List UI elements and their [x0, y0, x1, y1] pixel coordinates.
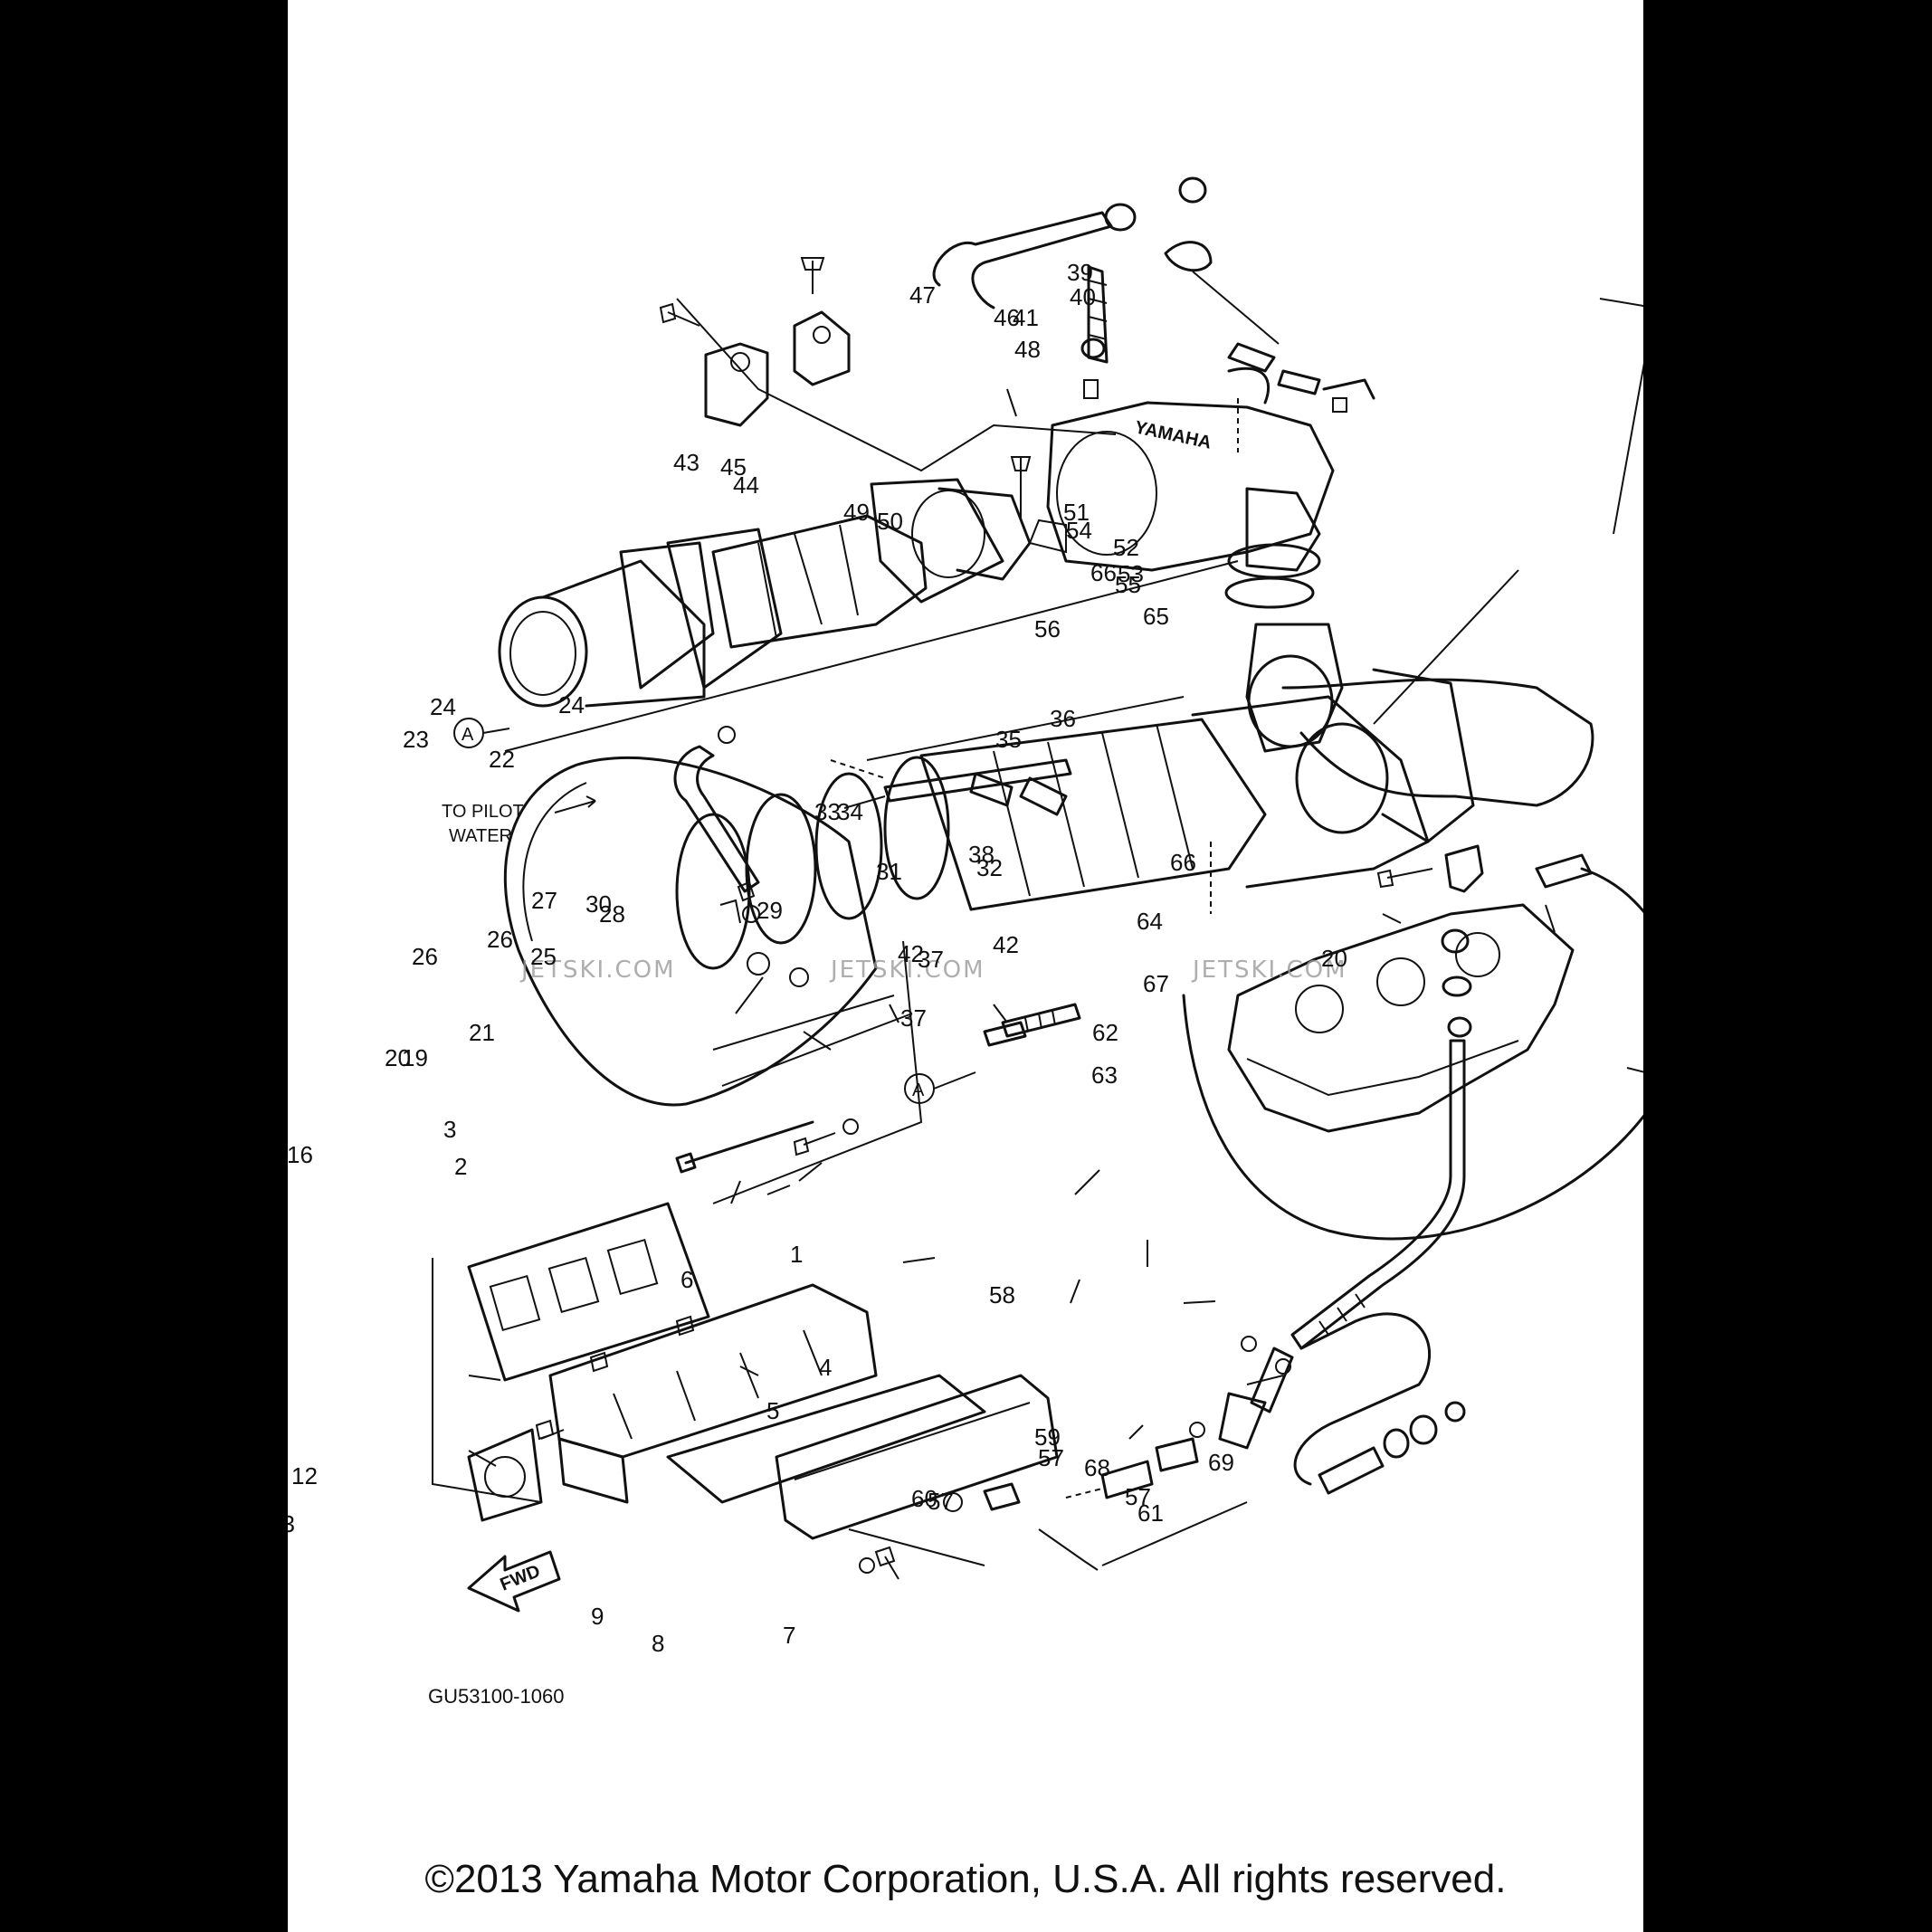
callout-55: 55 [1115, 571, 1141, 598]
callout-66: 66 [1170, 849, 1196, 876]
callout-42: 42 [993, 931, 1019, 958]
callout-39: 39 [1067, 259, 1093, 286]
diagram-sheet: YAMAHA [288, 0, 1643, 1932]
callout-41: 41 [1013, 304, 1039, 331]
callout-51: 51 [1063, 499, 1090, 526]
callout-19: 19 [402, 1044, 428, 1071]
callout-34: 34 [837, 798, 863, 825]
callout-22: 22 [489, 746, 515, 773]
callout-64: 64 [1137, 908, 1163, 935]
callout-2: 2 [454, 1153, 467, 1180]
callout-69: 69 [1208, 1449, 1234, 1476]
watermark-center: JETSKI.COM [829, 956, 985, 984]
callout-45: 45 [720, 453, 747, 481]
callout-48: 48 [1014, 336, 1041, 363]
callout-33: 33 [814, 798, 841, 825]
callout-40: 40 [1070, 283, 1096, 310]
ref-a-lower: A [912, 1080, 925, 1100]
callout-58: 58 [989, 1281, 1015, 1309]
callout-57: 57 [1125, 1483, 1151, 1510]
callout-56: 56 [1034, 615, 1061, 642]
callout-3: 3 [443, 1116, 456, 1143]
callout-20: 20 [1321, 945, 1347, 972]
callout-24: 24 [558, 691, 585, 719]
callout-43: 43 [673, 449, 700, 476]
callout-57: 57 [928, 1488, 954, 1515]
callout-numbers: 1223456789101111121213141516171818192020… [288, 259, 1347, 1657]
callout-68: 68 [1084, 1454, 1110, 1481]
callout-leaders [468, 904, 1643, 1467]
callout-57: 57 [1038, 1444, 1064, 1471]
callout-53: 53 [1118, 560, 1144, 587]
exhaust-pipe-assembly: YAMAHA [498, 176, 1594, 807]
callout-44: 44 [733, 471, 759, 499]
to-pilot-arrow [554, 795, 596, 814]
callout-38: 38 [968, 841, 995, 868]
watermark-left: JETSKI.COM [519, 956, 676, 984]
callout-49: 49 [843, 499, 870, 526]
reference-marks: A A [453, 718, 976, 1104]
callout-37: 37 [900, 1004, 927, 1032]
callout-46: 46 [994, 304, 1020, 331]
callout-67: 67 [1143, 970, 1169, 997]
callout-35: 35 [995, 726, 1022, 753]
exhaust-manifold [467, 1202, 1099, 1580]
callout-66: 66 [1090, 559, 1117, 586]
callout-7: 7 [783, 1622, 795, 1649]
callout-36: 36 [1050, 705, 1076, 732]
copyright-notice: ©2013 Yamaha Motor Corporation, U.S.A. A… [424, 1857, 1507, 1901]
callout-37: 37 [918, 946, 944, 973]
callout-28: 28 [599, 900, 625, 928]
callout-24: 24 [430, 693, 456, 720]
callout-54: 54 [1066, 517, 1092, 544]
callout-42: 42 [898, 940, 924, 967]
callout-27: 27 [531, 887, 557, 914]
callout-59: 59 [1034, 1423, 1061, 1451]
callout-16: 16 [288, 1141, 313, 1168]
callout-32: 32 [976, 854, 1003, 881]
diagram-code: GU53100-1060 [428, 1685, 565, 1708]
callout-26: 26 [487, 926, 513, 953]
callout-9: 9 [591, 1603, 604, 1630]
exhaust-manifold-pipe [503, 668, 1643, 1241]
callout-65: 65 [1143, 603, 1169, 630]
callout-23: 23 [403, 726, 429, 753]
callout-60: 60 [911, 1485, 937, 1512]
callout-12: 12 [291, 1462, 318, 1489]
callout-1: 1 [790, 1241, 803, 1268]
callout-52: 52 [1113, 534, 1139, 561]
callout-26: 26 [412, 943, 438, 970]
callout-31: 31 [876, 858, 902, 885]
forward-arrow: FWD [467, 1550, 561, 1613]
callout-8: 8 [652, 1630, 664, 1657]
water-label: WATER [449, 826, 512, 846]
callout-4: 4 [819, 1354, 832, 1381]
cooling-water-hoses [1065, 338, 1484, 1499]
callout-47: 47 [909, 281, 936, 309]
callout-20: 20 [385, 1044, 411, 1071]
callout-62: 62 [1092, 1019, 1118, 1046]
callout-63: 63 [1091, 1061, 1118, 1089]
watermark-right: JETSKI.COM [1191, 956, 1347, 984]
callout-6: 6 [680, 1266, 693, 1293]
callout-21: 21 [469, 1019, 495, 1046]
callout-29: 29 [757, 897, 783, 924]
callout-61: 61 [1137, 1499, 1164, 1527]
assembly-reference-lines [432, 271, 1643, 1566]
to-pilot-label: TO PILOT [442, 802, 524, 822]
callout-13: 13 [288, 1510, 295, 1537]
ref-a-upper: A [462, 725, 474, 745]
callout-25: 25 [530, 943, 557, 970]
brand-mark-label: YAMAHA [1133, 417, 1213, 452]
callout-5: 5 [766, 1397, 779, 1424]
exploded-parts-drawing: YAMAHA [288, 176, 1643, 1657]
callout-30: 30 [585, 890, 612, 918]
callout-50: 50 [877, 508, 903, 535]
